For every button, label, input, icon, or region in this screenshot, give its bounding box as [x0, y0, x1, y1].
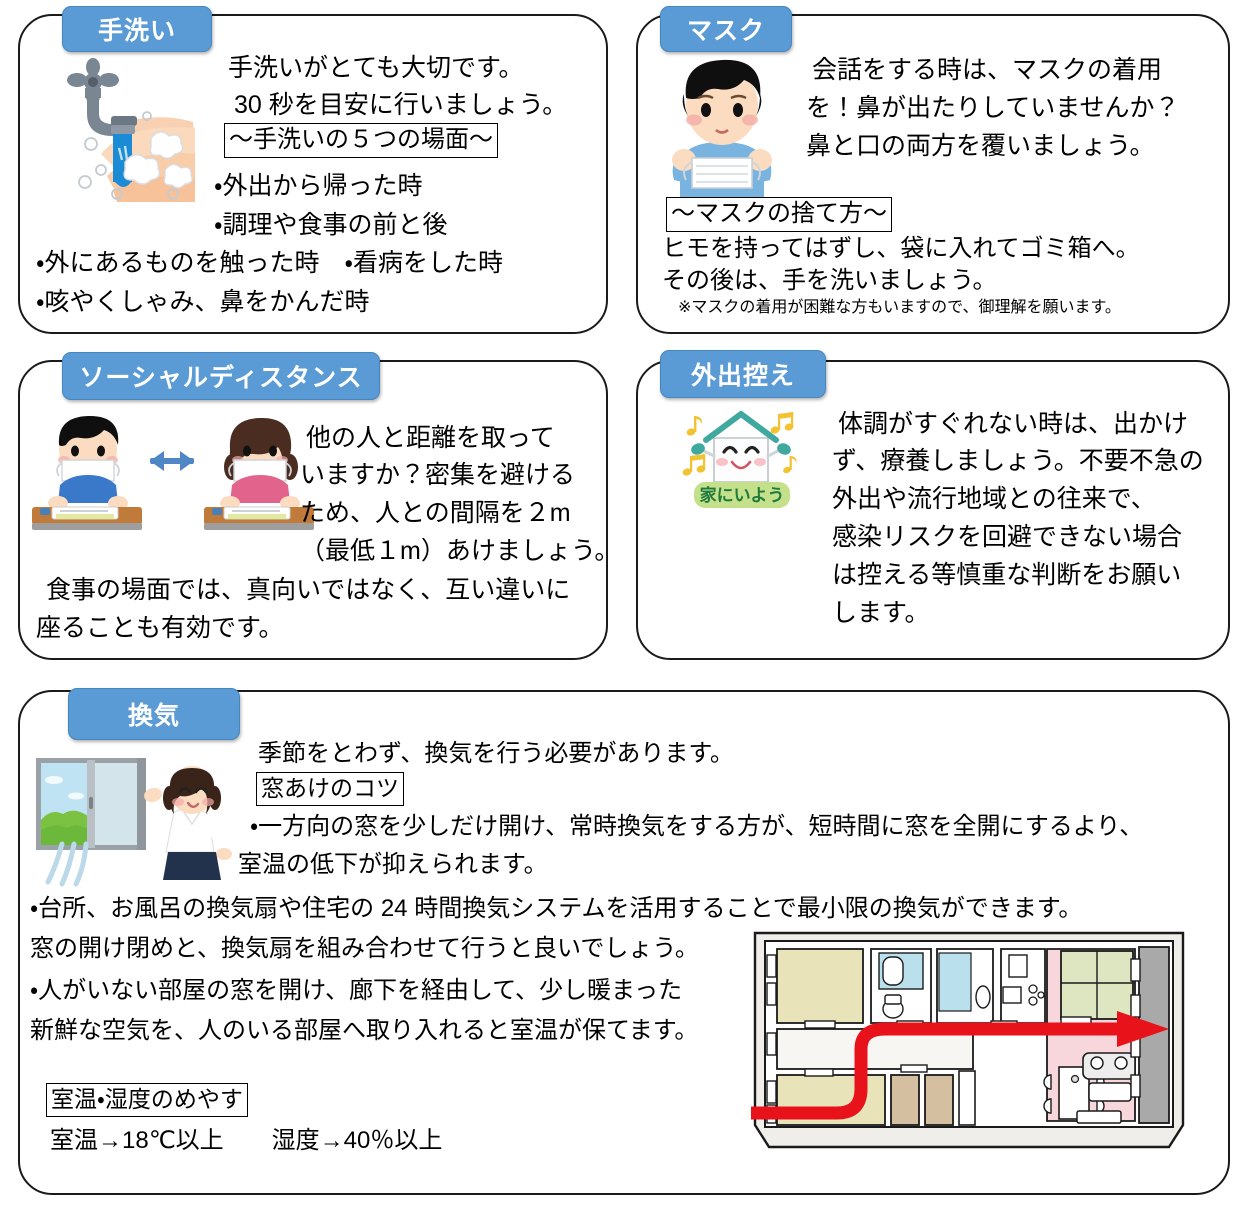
- social-line-3: ため、人との間隔を２m: [300, 499, 571, 527]
- ventilation-box-label-tips: 窓あけのコツ: [256, 772, 404, 806]
- ventilation-line-3: 室温の低下が抑えられます。: [238, 851, 548, 878]
- stayhome-line-1: 体調がすぐれない時は、出かけ: [838, 410, 1189, 438]
- handwash-line-6: ・咳やくしゃみ、鼻をかんだ時: [36, 288, 370, 316]
- ventilation-line-5: 窓の開け閉めと、換気扇を組み合わせて行うと良いでしょう。: [30, 935, 699, 962]
- handwashing-faucet-icon: [55, 58, 195, 203]
- mask-footnote: ※マスクの着用が困難な方もいますので、御理解を願います。: [678, 299, 1121, 316]
- mask-line-5: その後は、手を洗いましょう。: [662, 267, 997, 294]
- mask-line-1: 会話をする時は、マスクの着用: [812, 56, 1163, 84]
- ventilation-line-8: 室温→18℃以上 湿度→40％以上: [50, 1127, 443, 1154]
- stayhome-line-3: 外出や流行地域との往来で、: [832, 485, 1156, 513]
- stayhome-line-6: します。: [832, 599, 930, 627]
- woman-opening-window-icon: [32, 752, 257, 887]
- floor-plan-airflow-icon: [745, 925, 1193, 1160]
- card-stay-home: [636, 360, 1230, 660]
- mask-line-4: ヒモを持ってはずし、袋に入れてゴミ箱へ。: [662, 235, 1140, 262]
- boy-wearing-mask-icon: [660, 48, 784, 198]
- handwash-line-2: 30 秒を目安に行いましょう。: [234, 91, 568, 119]
- ventilation-line-2: ・一方向の窓を少しだけ開け、常時換気をする方が、短時間に窓を全開にするより、: [250, 813, 1144, 840]
- social-line-2: いますか？密集を避ける: [300, 461, 576, 489]
- stayhome-line-5: は控える等慎重な判断をお願い: [832, 561, 1182, 589]
- ventilation-line-1: 季節をとわず、換気を行う必要があります。: [258, 740, 734, 767]
- handwash-line-1: 手洗いがとても大切です。: [228, 54, 524, 82]
- handwash-line-4: ・調理や食事の前と後: [214, 211, 448, 239]
- social-line-6: 座ることも有効です。: [36, 614, 284, 642]
- smiling-house-stay-home-icon: 家にいよう: [672, 404, 810, 512]
- badge-ventilation: 換気: [68, 688, 240, 740]
- stayhome-line-4: 感染リスクを回避できない場合: [832, 523, 1183, 551]
- badge-handwash: 手洗い: [62, 6, 212, 52]
- handwash-box-label: 〜手洗いの５つの場面〜: [224, 123, 498, 158]
- social-line-1: 他の人と距離を取って: [306, 424, 555, 452]
- ventilation-line-4: ・台所、お風呂の換気扇や住宅の 24 時間換気システムを活用することで最小限の換…: [30, 895, 1083, 922]
- badge-stay-home: 外出控え: [660, 350, 826, 398]
- handwash-line-3: ・外出から帰った時: [214, 172, 423, 200]
- stay-home-banner-text: 家にいよう: [700, 485, 785, 505]
- handwash-line-5: ・外にあるものを触った時 ・看病をした時: [36, 249, 504, 277]
- ventilation-line-7: 新鮮な空気を、人のいる部屋へ取り入れると室温が保てます。: [30, 1017, 699, 1044]
- mask-box-label: 〜マスクの捨て方〜: [666, 197, 892, 232]
- social-line-5: 食事の場面では、真向いではなく、互い違いに: [46, 576, 571, 604]
- two-students-distanced-icon: [22, 415, 322, 540]
- badge-social-distance: ソーシャルディスタンス: [62, 352, 380, 400]
- stayhome-line-2: ず、療養しましょう。不要不急の: [832, 447, 1204, 475]
- mask-line-2: を！鼻が出たりしていませんか？: [806, 94, 1180, 122]
- ventilation-line-6: ・人がいない部屋の窓を開け、廊下を経由して、少し暖まった: [30, 977, 683, 1004]
- mask-line-3: 鼻と口の両方を覆いましょう。: [806, 132, 1155, 160]
- social-line-4: （最低１m）あけましょう。: [300, 537, 620, 565]
- badge-mask: マスク: [660, 6, 792, 52]
- ventilation-box-label-temp: 室温・湿度のめやす: [46, 1083, 248, 1117]
